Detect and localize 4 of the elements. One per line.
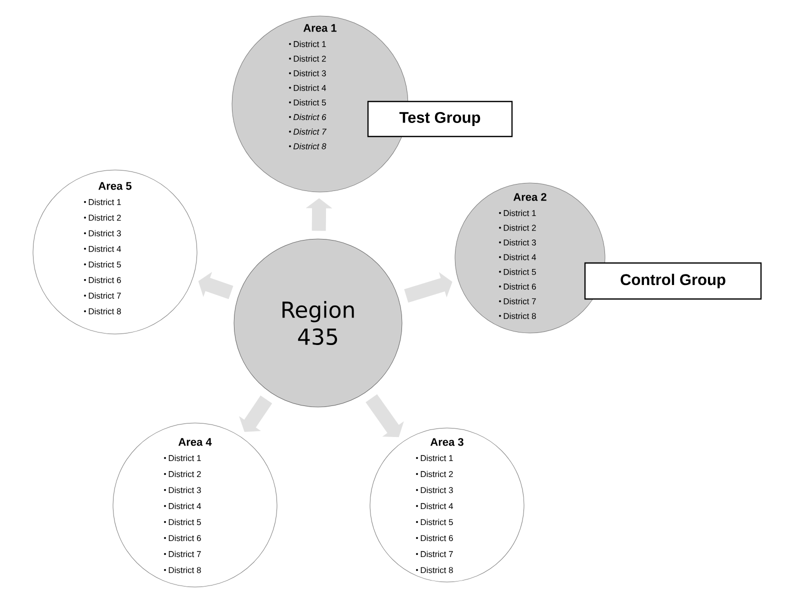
block-arrow: [404, 272, 452, 303]
block-arrow: [366, 394, 404, 438]
group-label-box: Control Group: [584, 262, 762, 300]
group-label-box: Test Group: [367, 100, 513, 138]
